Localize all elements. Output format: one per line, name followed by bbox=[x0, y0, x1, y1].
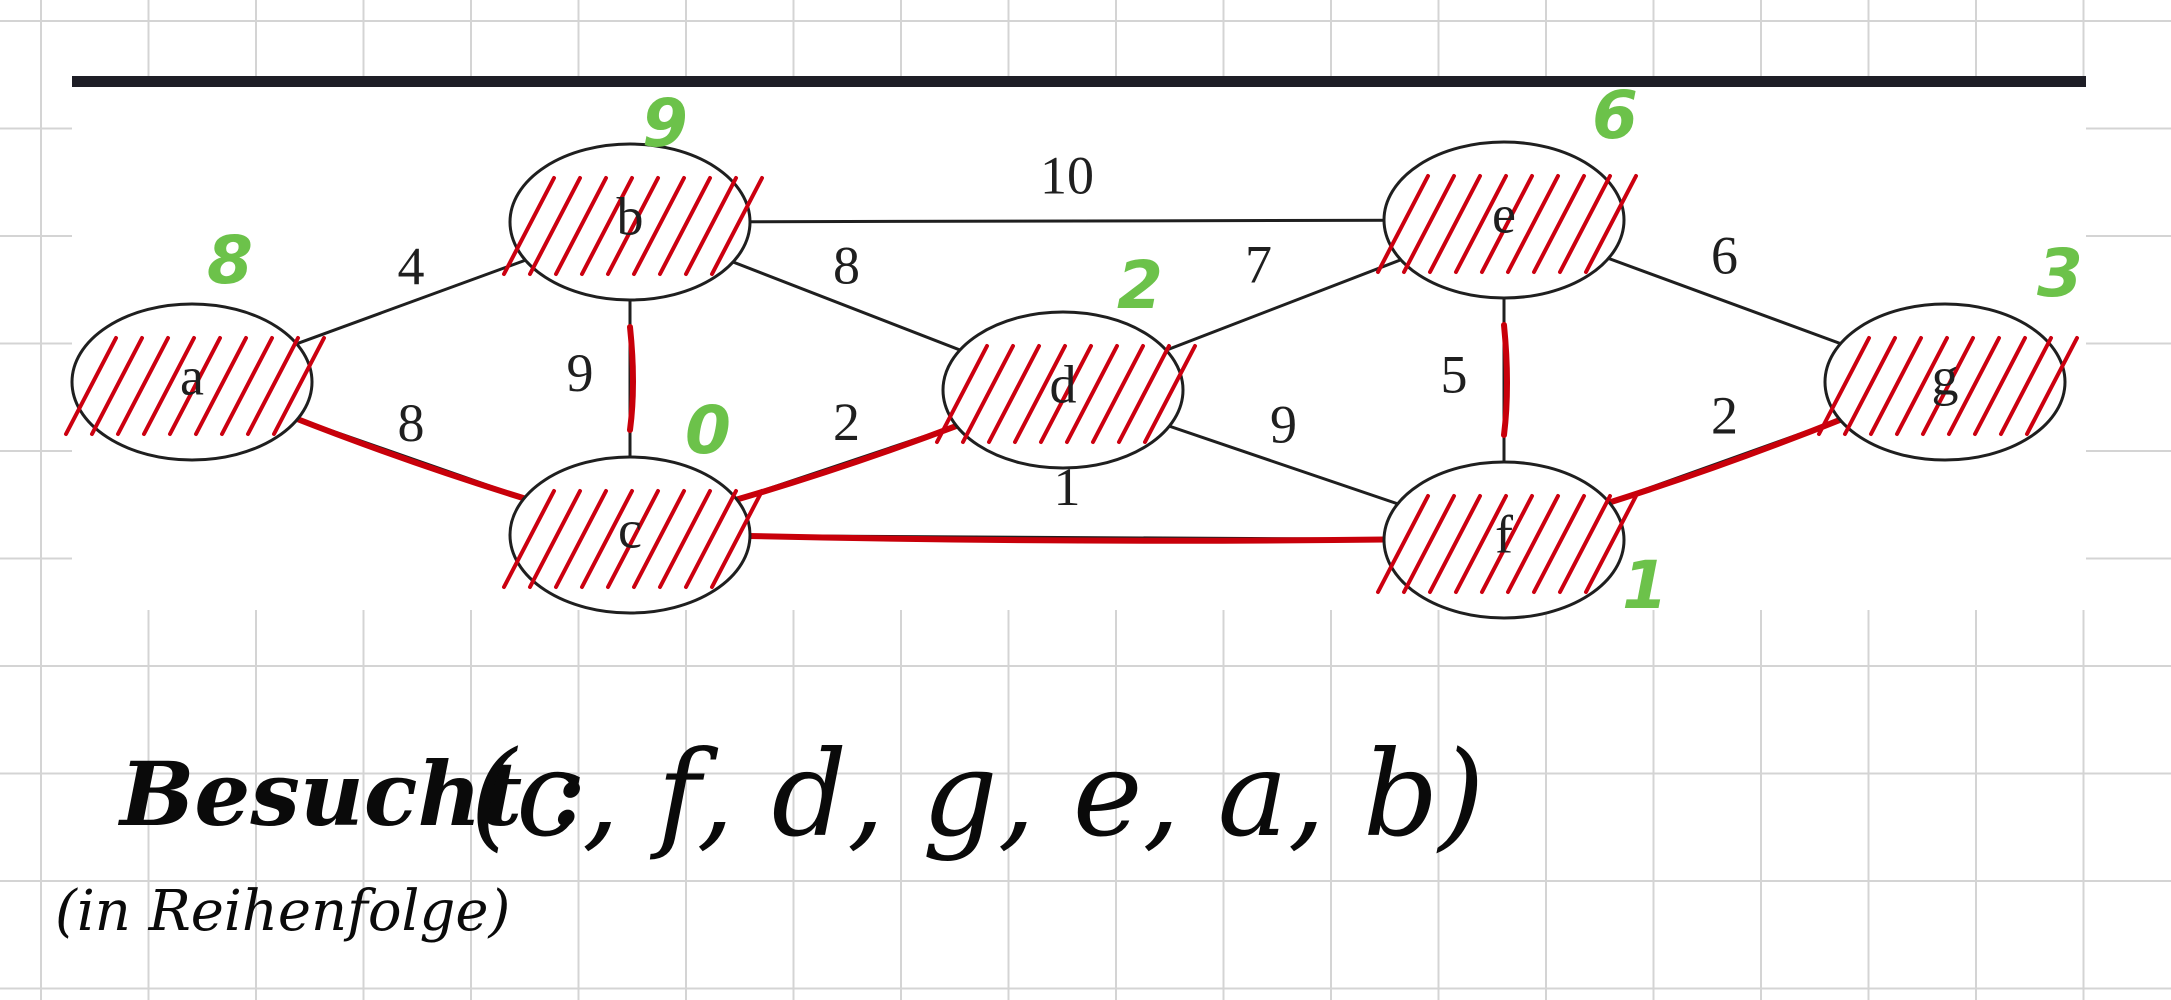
highlighted-edge-f-g bbox=[1599, 414, 1850, 508]
node-c-ellipse bbox=[508, 455, 752, 615]
nodes-layer: a b c d e f g bbox=[64, 140, 2079, 620]
edge-weight-b-d: 8 bbox=[833, 235, 860, 295]
node-a-hatching bbox=[64, 336, 326, 436]
node-a-label: a bbox=[180, 346, 204, 406]
node-b-distance: 9 bbox=[642, 85, 688, 162]
edge-weights-layer: 4 8 9 8 10 2 1 7 9 5 6 2 bbox=[398, 145, 1739, 517]
edge-weight-b-c: 9 bbox=[567, 343, 594, 403]
edge-weight-f-g: 2 bbox=[1711, 385, 1738, 445]
edge-weight-b-e: 10 bbox=[1040, 145, 1094, 205]
node-g-label: g bbox=[1932, 346, 1959, 406]
edge-weight-a-b: 4 bbox=[398, 236, 425, 296]
node-c-hatching bbox=[502, 489, 764, 589]
edge-weight-d-e: 7 bbox=[1245, 234, 1272, 294]
node-f: f bbox=[1376, 460, 1638, 620]
distance-annotations-layer: 8 9 0 2 6 1 3 bbox=[207, 77, 2083, 624]
node-e-ellipse bbox=[1382, 140, 1626, 300]
node-f-distance: 1 bbox=[1622, 547, 1668, 624]
node-e-distance: 6 bbox=[1592, 77, 1638, 154]
node-c-distance: 0 bbox=[685, 392, 731, 469]
node-f-ellipse bbox=[1382, 460, 1626, 620]
node-g-distance: 3 bbox=[2037, 235, 2083, 312]
edge-weight-c-d: 2 bbox=[833, 392, 860, 452]
node-d-ellipse bbox=[941, 310, 1185, 470]
top-rule bbox=[72, 76, 2086, 87]
node-b-hatching bbox=[502, 176, 764, 276]
edge-weight-c-f: 1 bbox=[1054, 457, 1081, 517]
node-e-label: e bbox=[1492, 184, 1516, 244]
highlighted-edge-b-c bbox=[627, 324, 636, 433]
node-g-hatching bbox=[1817, 336, 2079, 436]
node-d-label: d bbox=[1050, 354, 1077, 414]
highlighted-edge-c-f bbox=[731, 532, 1402, 544]
visited-label: Besucht : bbox=[117, 742, 585, 846]
visited-order-note: (in Reihenfolge) bbox=[55, 879, 510, 944]
node-e-hatching bbox=[1376, 174, 1638, 274]
node-a: a bbox=[64, 302, 326, 462]
edge-weight-a-c: 8 bbox=[398, 393, 425, 453]
node-d-hatching bbox=[935, 344, 1197, 444]
edge-weight-d-f: 9 bbox=[1270, 394, 1297, 454]
node-c: c bbox=[502, 455, 764, 615]
node-a-ellipse bbox=[70, 302, 314, 462]
node-b-ellipse bbox=[508, 142, 752, 302]
node-f-label: f bbox=[1495, 504, 1513, 564]
highlighted-edge-e-f bbox=[1501, 322, 1510, 438]
node-g: g bbox=[1817, 302, 2079, 462]
highlighted-edge-a-c bbox=[288, 413, 534, 504]
node-b-label: b bbox=[617, 186, 644, 246]
node-c-label: c bbox=[618, 499, 642, 559]
node-d: d bbox=[935, 310, 1197, 470]
visited-sequence: (c, f, d, g, e, a, b) bbox=[470, 725, 1485, 863]
node-e: e bbox=[1376, 140, 1638, 300]
highlighted-edges-layer bbox=[288, 322, 1850, 544]
node-f-hatching bbox=[1376, 494, 1638, 594]
highlighted-edge-c-d bbox=[726, 420, 967, 505]
edge-weight-e-f: 5 bbox=[1441, 344, 1468, 404]
edge-weight-e-g: 6 bbox=[1711, 225, 1738, 285]
node-g-ellipse bbox=[1823, 302, 2067, 462]
edge-b-e bbox=[629, 218, 1505, 224]
node-b: b bbox=[502, 142, 764, 302]
node-a-distance: 8 bbox=[207, 222, 253, 299]
node-d-distance: 2 bbox=[1117, 247, 1163, 324]
